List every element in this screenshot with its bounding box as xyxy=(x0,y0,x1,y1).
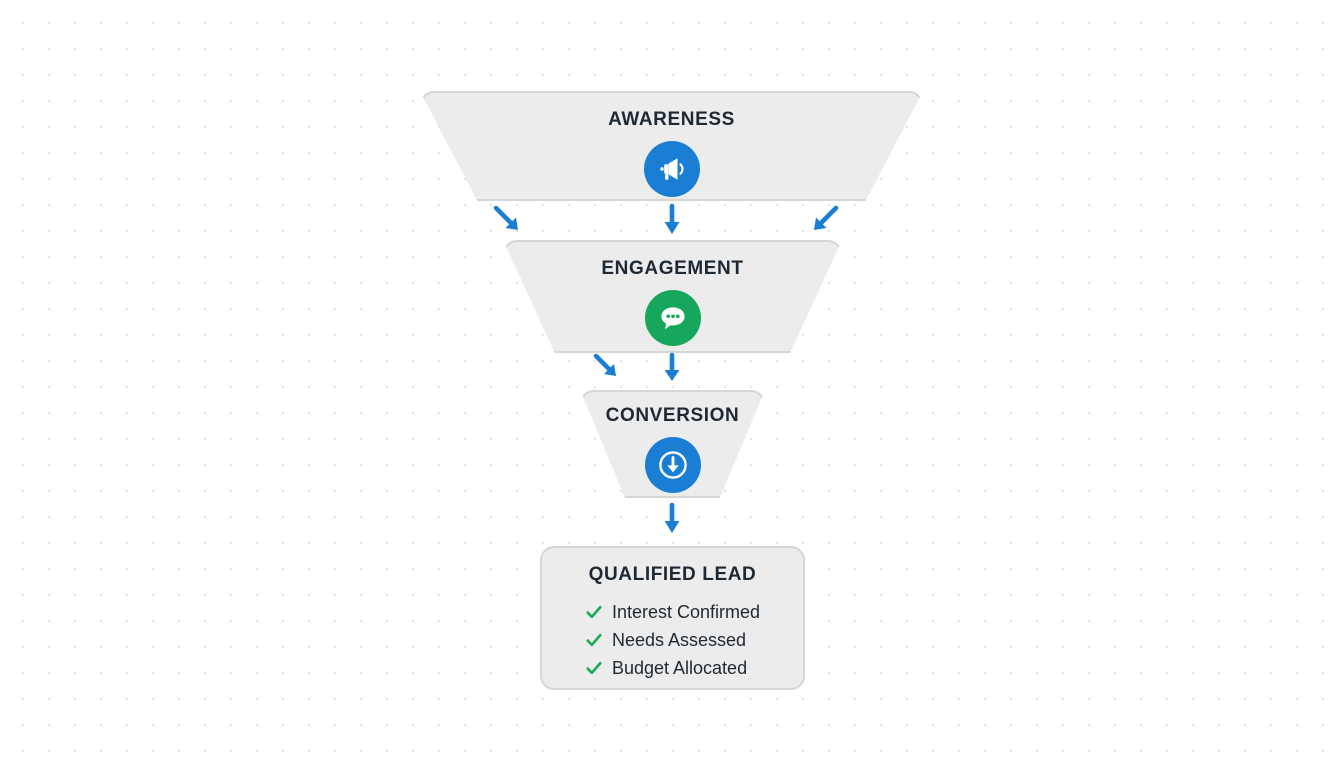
connector-arrow-down xyxy=(660,352,684,389)
connector-arrow-down xyxy=(660,502,684,541)
connector-arrow-down-right xyxy=(492,204,524,241)
chat-bubble-icon xyxy=(644,290,701,346)
connector-arrow-down-left xyxy=(808,204,840,241)
stage-content: ENGAGEMENT xyxy=(503,240,842,346)
list-item: Budget Allocated xyxy=(585,654,760,682)
list-item-label: Needs Assessed xyxy=(611,630,747,650)
list-item-label: Interest Confirmed xyxy=(611,602,761,622)
funnel-stage-awareness[interactable]: AWARENESS xyxy=(420,91,923,201)
download-arrow-icon xyxy=(644,437,701,493)
qualified-lead-card[interactable]: QUALIFIED LEAD Interest Confirmed Needs … xyxy=(540,546,805,690)
stage-title: ENGAGEMENT xyxy=(601,258,744,279)
connector-arrow-down xyxy=(660,203,684,242)
stage-title: CONVERSION xyxy=(605,405,740,426)
list-item: Interest Confirmed xyxy=(585,598,760,626)
funnel-stage-conversion[interactable]: CONVERSION xyxy=(580,390,765,498)
megaphone-icon xyxy=(643,141,700,197)
list-item: Needs Assessed xyxy=(585,626,760,654)
stage-content: AWARENESS xyxy=(420,91,923,197)
list-item-label: Budget Allocated xyxy=(611,658,748,678)
card-title: QUALIFIED LEAD xyxy=(588,564,757,585)
check-icon xyxy=(586,605,602,619)
funnel-stage-engagement[interactable]: ENGAGEMENT xyxy=(503,240,842,353)
connector-arrow-down-right xyxy=(592,352,622,387)
qualified-lead-checklist: Interest Confirmed Needs Assessed Budget… xyxy=(585,598,760,682)
check-icon xyxy=(586,633,602,647)
stage-title: AWARENESS xyxy=(608,109,735,130)
check-icon xyxy=(586,661,602,675)
stage-content: CONVERSION xyxy=(580,390,765,493)
